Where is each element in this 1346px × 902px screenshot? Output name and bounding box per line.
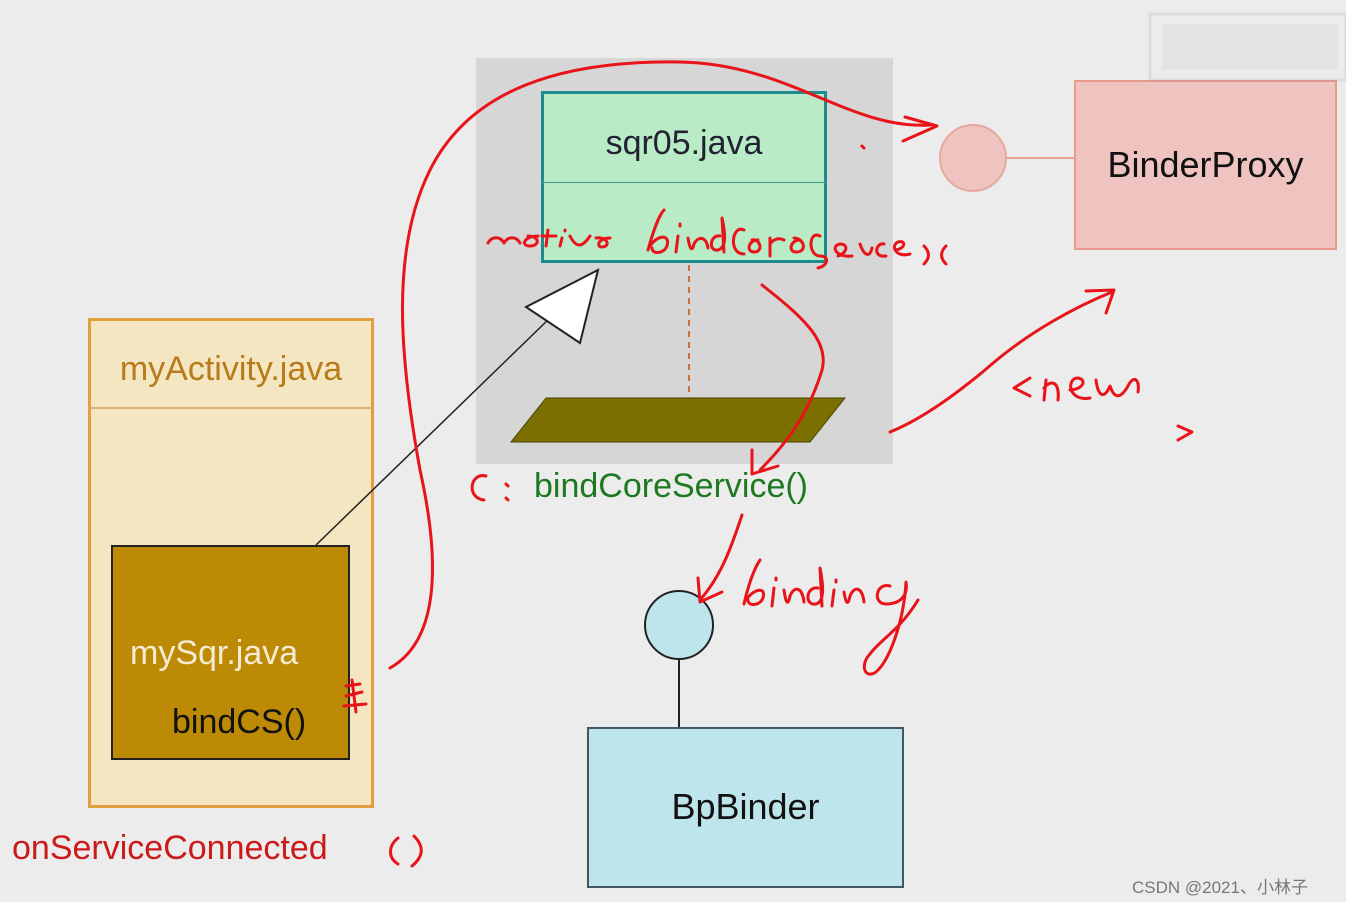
binding-scribble <box>742 558 920 676</box>
binderproxy-interface-circle <box>939 124 1007 192</box>
watermark: CSDN @2021、小林子 <box>1132 878 1308 897</box>
mysqr-title: mySqr.java <box>130 634 299 672</box>
sqr05-title: sqr05.java <box>605 124 763 162</box>
logo-watermark <box>1148 12 1346 82</box>
native-call-arrowhead <box>750 448 780 476</box>
inheritance-line <box>315 316 552 546</box>
myactivity-title: myActivity.java <box>119 350 343 388</box>
callback-arrowhead <box>901 115 939 143</box>
binderproxy-title: BinderProxy <box>1107 144 1304 185</box>
on-service-connected-label: onServiceConnected <box>12 829 328 867</box>
binderproxy-box <box>1074 80 1337 250</box>
binding-arrow-stroke <box>698 513 744 602</box>
binding-arrowhead <box>696 576 724 604</box>
c-prefix-scribble <box>470 474 510 502</box>
sqr05-divider <box>541 182 827 183</box>
inheritance-arrowhead <box>524 268 600 345</box>
osc-paren-scribble <box>389 834 423 868</box>
native-call-stroke <box>758 283 825 472</box>
bind-core-service-label: bindCoreService() <box>534 467 808 505</box>
new-scribble <box>1012 376 1194 442</box>
new-arrowhead <box>1084 288 1116 315</box>
sqr05-class-box <box>541 91 827 263</box>
myactivity-divider <box>91 407 371 409</box>
binderproxy-connector <box>1007 157 1074 159</box>
dot-mark <box>860 144 866 150</box>
mysqr-class-box <box>111 545 350 760</box>
callback-arrow-stroke <box>388 60 932 670</box>
mysqr-method: bindCS() <box>172 703 307 741</box>
native-scribble <box>486 228 612 249</box>
bpbinder-title: BpBinder <box>671 786 820 827</box>
new-arrow-stroke <box>888 290 1114 434</box>
native-shelf-shape <box>509 397 847 443</box>
bpbinder-connector <box>678 660 680 727</box>
bind-core-scribble <box>646 208 948 270</box>
bpbinder-box <box>587 727 904 888</box>
mysqr-side-scribble <box>342 678 368 714</box>
